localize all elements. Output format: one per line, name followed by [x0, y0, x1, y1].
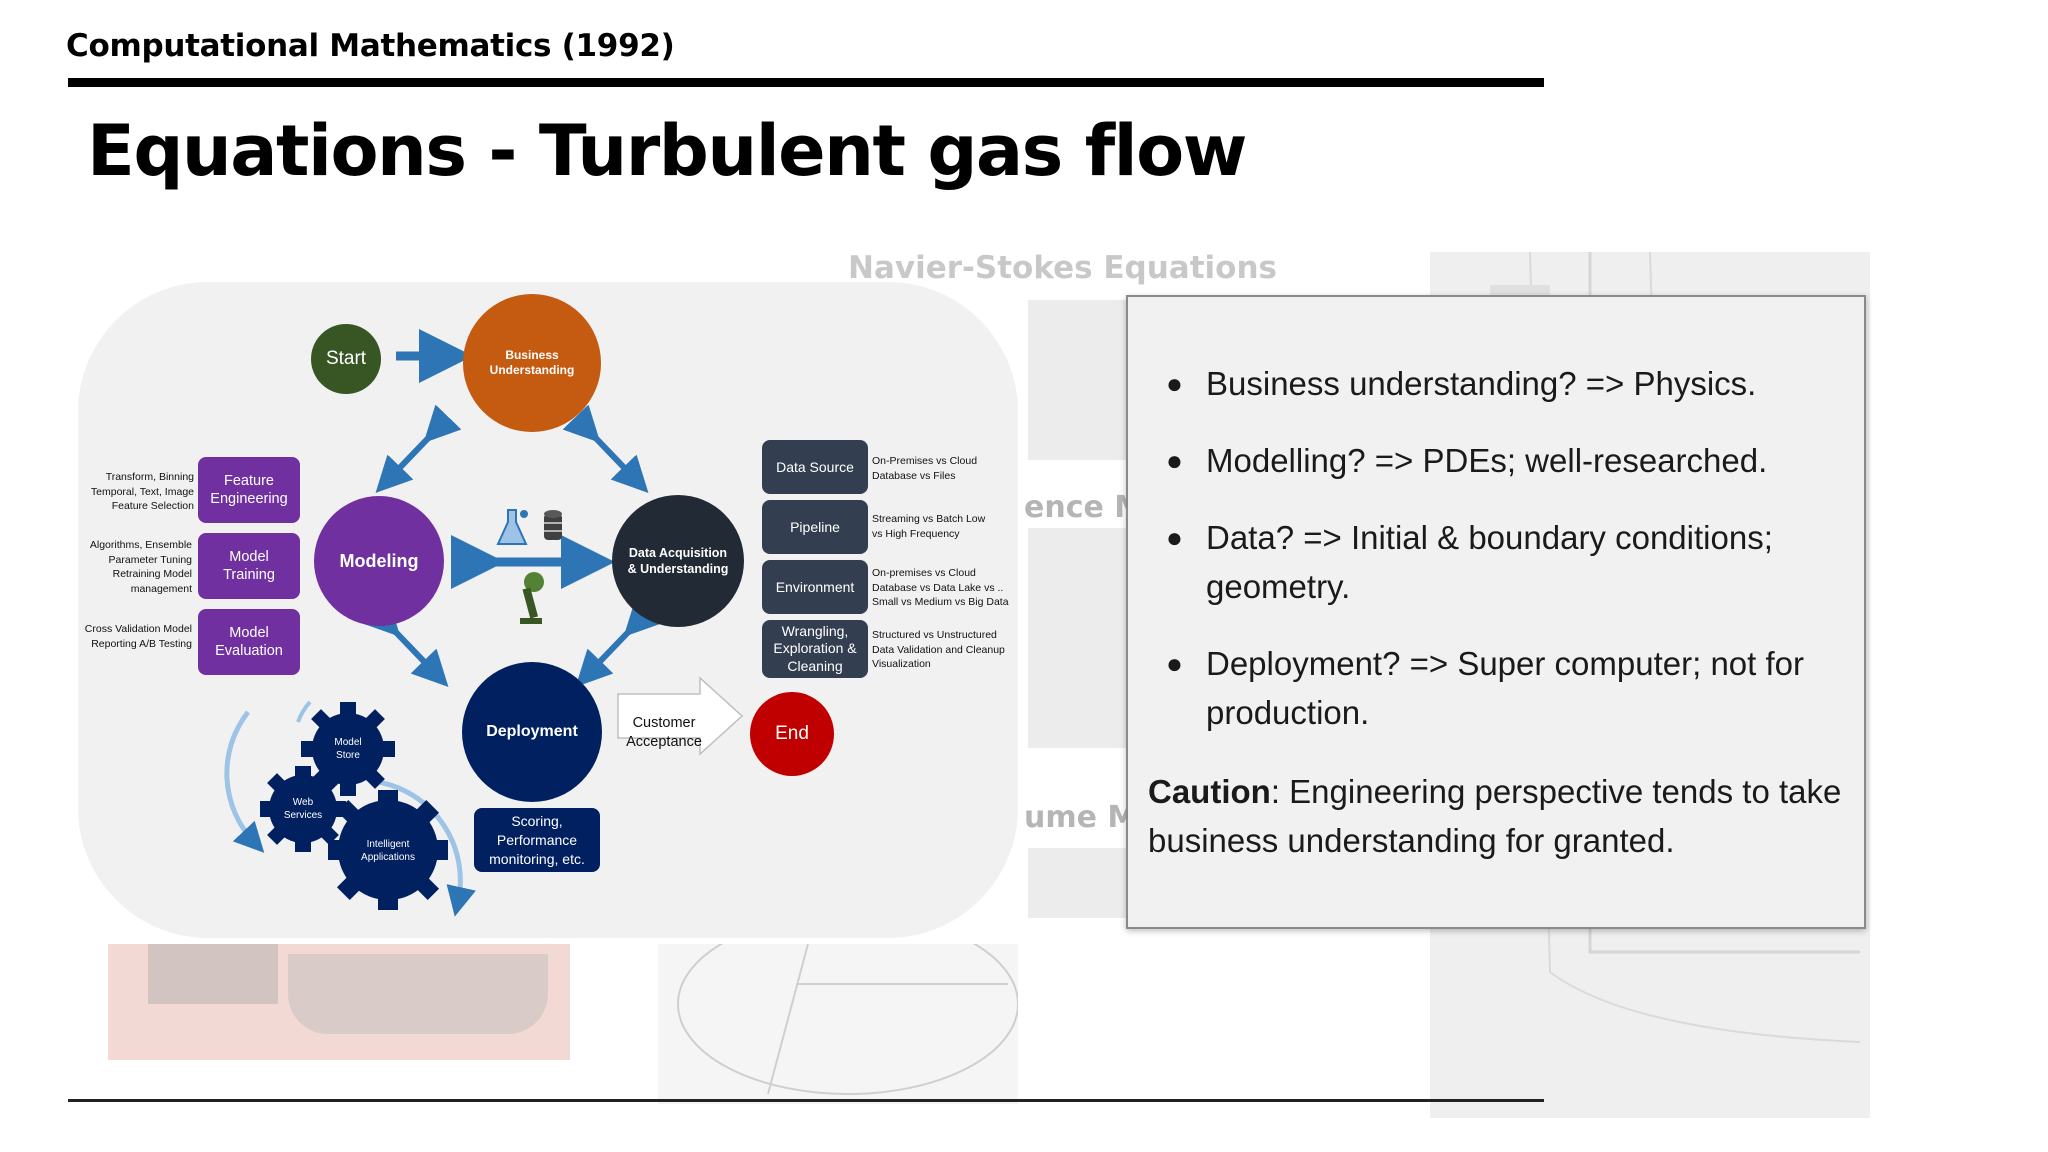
environment-note: On-premises vs Cloud Database vs Data La… [872, 567, 1009, 608]
faded-equation-block [1028, 528, 1128, 748]
modeling-node: Modeling [314, 496, 444, 626]
faded-domain-sketch [658, 913, 1019, 1104]
feature-engineering-note: Transform, Binning Temporal, Text, Image… [90, 471, 194, 512]
web-services-label: Web Services [283, 797, 323, 821]
model-evaluation-note: Cross Validation Model Reporting A/B Tes… [84, 623, 192, 650]
model-training-note: Algorithms, Ensemble Parameter Tuning Re… [89, 539, 192, 595]
takeaways-panel: ● Business understanding? => Physics. ● Mo… [1126, 295, 1866, 929]
model-evaluation-box: Model Evaluation [198, 609, 300, 675]
pipeline-box: Pipeline [762, 500, 868, 554]
customer-acceptance-label: Customer Acceptance [626, 715, 702, 750]
faded-equation-block [1028, 848, 1128, 918]
bullet-item: ● Data? => Initial & boundary conditions;… [1158, 513, 1838, 611]
business-understanding-node: Business Understanding [463, 294, 601, 432]
caution-text: : Engineering perspective tends to take … [1148, 773, 1842, 859]
caution-label: Caution [1148, 773, 1271, 810]
pipeline-note: Streaming vs Batch Low vs High Frequency [872, 513, 986, 540]
feature-engineering-box: Feature Engineering [198, 457, 300, 523]
microscope-icon [520, 572, 544, 624]
intelligent-applications-label: Intelligent Applications [361, 839, 415, 863]
faded-fragment: ence M [1024, 490, 1145, 525]
bullet-dot-icon: ● [1166, 368, 1183, 399]
diagram-arrows [224, 329, 744, 917]
bullet-item: ● Business understanding? => Physics. [1158, 359, 1838, 408]
navier-stokes-title: Navier-Stokes Equations [848, 250, 1277, 286]
bullet-item: ● Deployment? => Super computer; not for … [1158, 639, 1838, 737]
database-icon [544, 510, 562, 540]
bullet-dot-icon: ● [1166, 445, 1183, 476]
scoring-box: Scoring, Performance monitoring, etc. [474, 808, 600, 872]
start-node: Start [311, 324, 381, 394]
gear-intelligent-apps-icon [328, 790, 448, 910]
bullet-text: Deployment? => Super computer; not for p… [1206, 645, 1804, 731]
bullet-dot-icon: ● [1166, 522, 1183, 553]
data-acquisition-node: Data Acquisition & Understanding [612, 495, 744, 627]
data-source-note: On-Premises vs Cloud Database vs Files [872, 455, 978, 482]
data-source-box: Data Source [762, 440, 868, 494]
bullet-text: Modelling? => PDEs; well-researched. [1206, 442, 1768, 479]
bullet-item: ● Modelling? => PDEs; well-researched. [1158, 436, 1838, 485]
lab-flask-icon [496, 509, 528, 545]
wrangling-note: Structured vs Unstructured Data Validati… [872, 629, 1005, 670]
gear-web-services-icon [260, 766, 346, 852]
bullet-text: Business understanding? => Physics. [1206, 365, 1757, 402]
faded-burner-image [108, 944, 570, 1060]
bullet-text: Data? => Initial & boundary conditions; … [1206, 519, 1773, 605]
model-store-label: Model Store [334, 737, 362, 761]
top-rule [68, 78, 1544, 87]
caution-note: Caution: Engineering perspective tends t… [1148, 767, 1848, 865]
deployment-node: Deployment [462, 662, 602, 802]
faded-equation-block [1028, 300, 1128, 460]
end-node: End [750, 692, 834, 776]
wrangling-box: Wrangling, Exploration & Cleaning [762, 620, 868, 678]
model-training-box: Model Training [198, 533, 300, 599]
environment-box: Environment [762, 560, 868, 614]
bullet-dot-icon: ● [1166, 648, 1183, 679]
faded-domain-ellipse [677, 913, 1019, 1095]
data-science-lifecycle-diagram: Start Business Understanding Modeling Da… [78, 282, 1018, 938]
course-title: Computational Mathematics (1992) [66, 28, 675, 64]
slide-title: Equations - Turbulent gas flow [87, 110, 1247, 192]
bottom-rule [68, 1099, 1544, 1102]
